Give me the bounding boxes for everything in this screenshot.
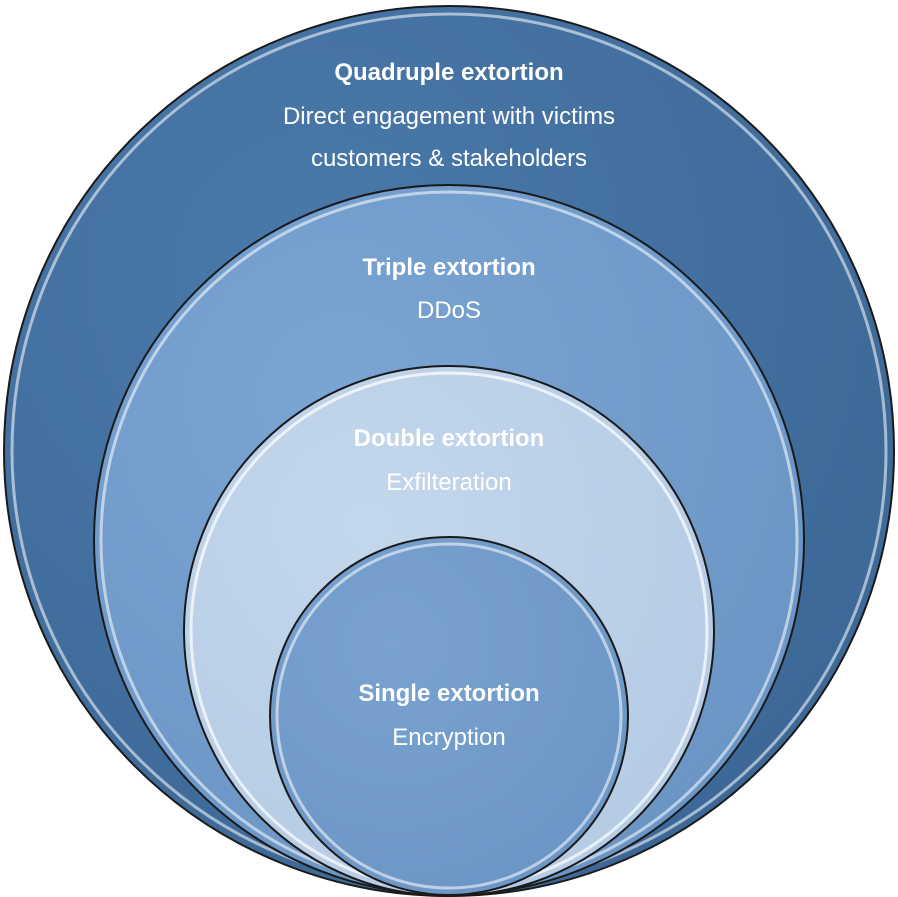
single-line1: Encryption <box>392 724 505 751</box>
single-title: Single extortion <box>358 680 539 707</box>
triple-line1: DDoS <box>417 297 481 324</box>
quadruple-line1: Direct engagement with victims <box>283 103 615 130</box>
triple-title: Triple extortion <box>362 254 535 281</box>
double-title: Double extortion <box>354 425 545 452</box>
double-line1: Exfilteration <box>386 469 511 496</box>
quadruple-line2: customers & stakeholders <box>311 145 587 172</box>
quadruple-title: Quadruple extortion <box>334 59 563 86</box>
ring-single <box>269 536 629 896</box>
